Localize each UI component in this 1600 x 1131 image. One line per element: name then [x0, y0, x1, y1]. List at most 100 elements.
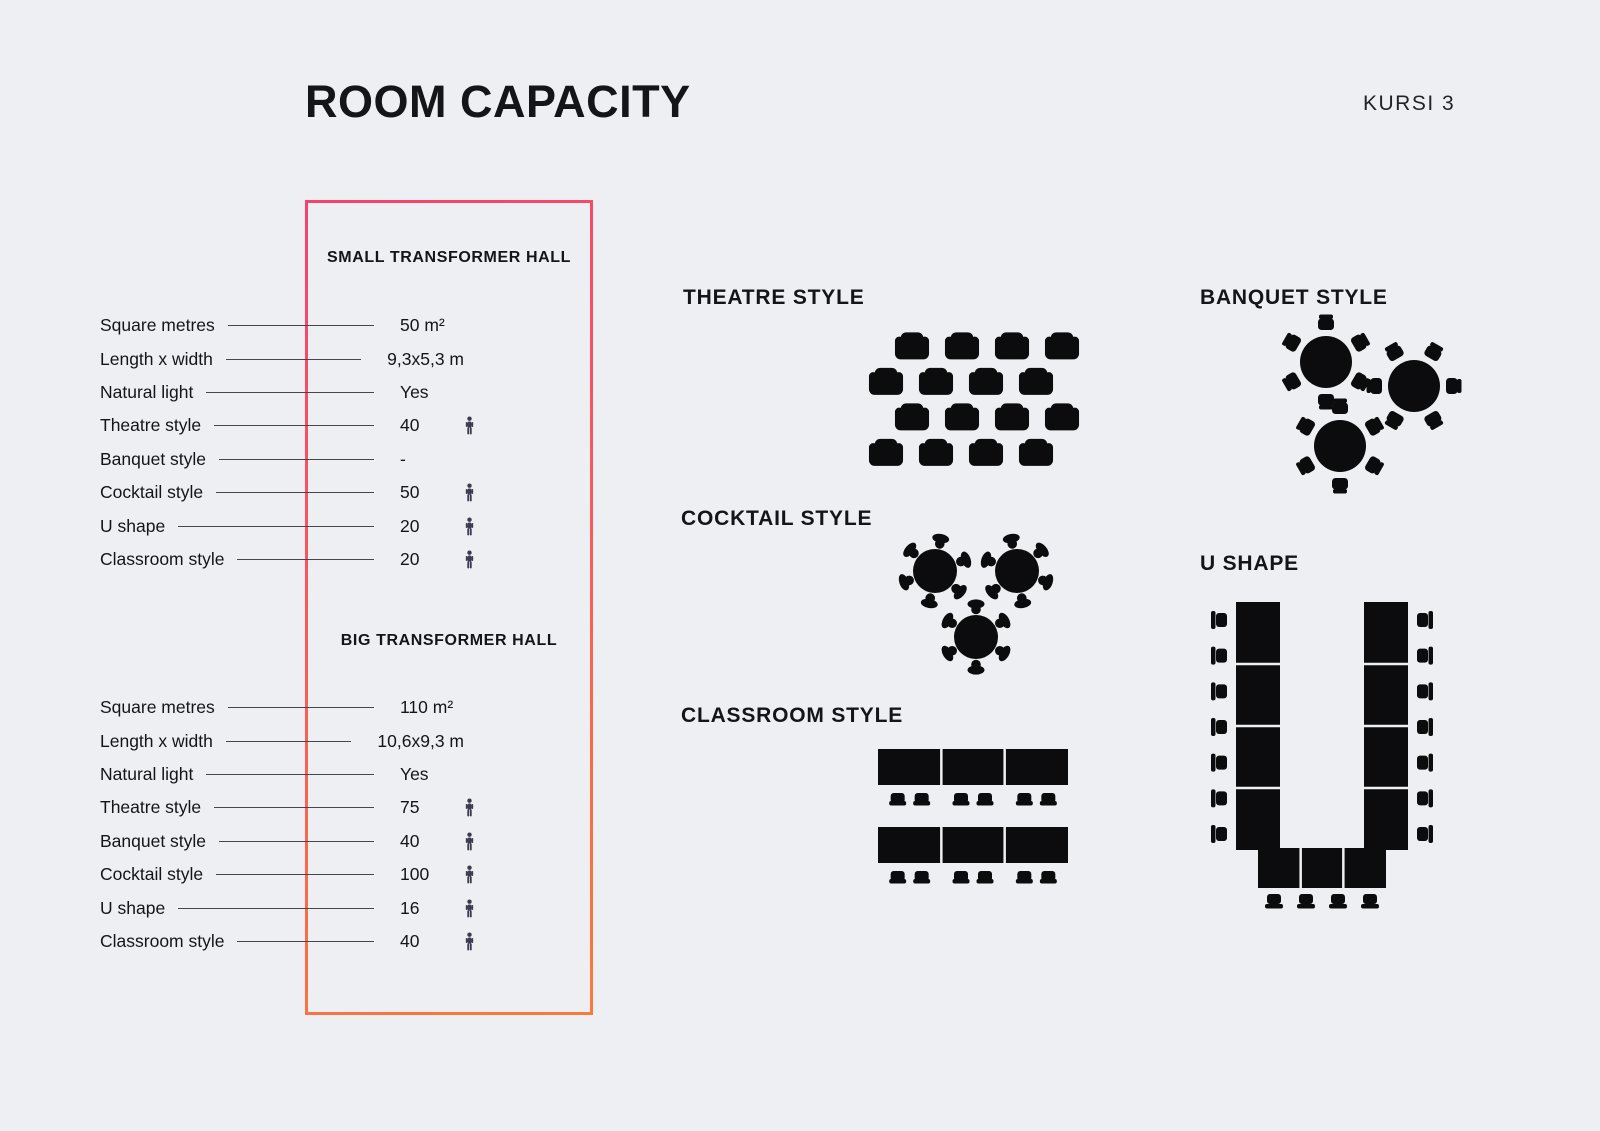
round-table-icon: [913, 549, 957, 593]
person-icon-slot: [464, 829, 480, 853]
chair-icon: [1282, 372, 1302, 392]
spec-label: Cocktail style: [100, 482, 204, 503]
person-icon: [465, 932, 474, 951]
person-icon: [465, 865, 474, 884]
leader-line: [225, 358, 362, 360]
person-icon-slot: [464, 762, 480, 786]
seated-person-icon: [898, 574, 914, 591]
leader-line: [237, 940, 374, 942]
long-table-icon: [878, 749, 1068, 785]
person-icon-slot: [464, 896, 480, 920]
person-icon: [465, 832, 474, 851]
person-icon-slot: [464, 863, 480, 887]
seated-person-icon: [1002, 533, 1020, 549]
leader-line: [219, 840, 374, 842]
spec-label: Square metres: [100, 697, 215, 718]
chair-icon: [1361, 894, 1379, 909]
hall-specs-big: Square metres 110 m² Length x width 10,6x9,…: [100, 691, 480, 958]
spec-label: Cocktail style: [100, 864, 204, 885]
spec-value: 75: [400, 797, 420, 818]
spec-value: 9,3x5,3 m: [387, 348, 464, 369]
chair-icon: [913, 793, 931, 806]
chair-icon: [1446, 378, 1462, 394]
chair-icon: [1015, 871, 1033, 884]
spec-label: Natural light: [100, 381, 194, 402]
round-table-icon: [954, 615, 998, 659]
chair-icon: [894, 403, 930, 431]
chair-icon: [1332, 478, 1348, 494]
person-icon: [465, 517, 474, 535]
spec-value: 10,6x9,3 m: [377, 730, 464, 751]
leader-line: [206, 391, 374, 393]
u-shape-heading: U SHAPE: [1200, 552, 1299, 575]
leader-line: [216, 492, 374, 494]
leader-line: [206, 773, 374, 775]
person-icon: [465, 798, 474, 817]
chair-icon: [944, 403, 980, 431]
chair-icon: [952, 793, 970, 806]
chair-icon: [1211, 682, 1227, 701]
spec-value: 40: [400, 830, 420, 851]
chair-icon: [1417, 611, 1433, 629]
leader-line: [216, 874, 374, 876]
classroom-diagram: [878, 749, 1068, 884]
spec-value: 20: [400, 548, 420, 569]
chair-icon: [1417, 646, 1433, 665]
round-table-icon: [1300, 336, 1352, 388]
spec-row: Theatre style 75: [100, 791, 480, 824]
seated-person-icon: [1033, 542, 1049, 559]
chair-icon: [1297, 894, 1315, 909]
spec-label: Square metres: [100, 315, 215, 336]
chair-icon: [889, 793, 907, 806]
theatre-style-heading: THEATRE STYLE: [683, 286, 865, 309]
chair-icon: [1364, 456, 1384, 476]
spec-label: U shape: [100, 515, 166, 536]
person-icon-slot: [464, 696, 480, 720]
chair-icon: [1282, 332, 1302, 352]
hall-title-small: SMALL TRANSFORMER HALL: [327, 249, 571, 266]
seated-person-icon: [985, 583, 1001, 600]
chair-icon: [1296, 456, 1316, 476]
chair-icon: [1211, 789, 1227, 808]
spec-value: 110 m²: [400, 697, 454, 718]
chair-icon: [1265, 894, 1283, 909]
seated-person-icon: [932, 533, 950, 549]
chair-icon: [1044, 332, 1080, 360]
u-shape-bottom-table: [1258, 848, 1386, 888]
spec-value: 50: [400, 482, 420, 503]
spec-row: Cocktail style 50: [100, 476, 480, 509]
hall-title-big: BIG TRANSFORMER HALL: [340, 632, 558, 649]
person-icon-slot: [464, 514, 480, 538]
brand-label: KURSI 3: [1363, 92, 1456, 115]
chair-icon: [952, 871, 970, 884]
classroom-style-heading: CLASSROOM STYLE: [681, 704, 904, 727]
chair-icon: [1018, 438, 1054, 466]
chair-icon: [1384, 342, 1404, 362]
spec-value: 100: [400, 864, 430, 885]
spec-label: Theatre style: [100, 797, 202, 818]
person-icon-slot: [464, 929, 480, 953]
chair-icon: [1296, 416, 1316, 436]
chair-icon: [1318, 394, 1334, 410]
chair-icon: [976, 871, 994, 884]
seated-person-icon: [941, 645, 957, 662]
spec-label: Length x width: [100, 730, 213, 751]
round-table-icon: [1314, 420, 1366, 472]
seated-person-icon: [1038, 574, 1054, 591]
seated-person-icon: [956, 551, 972, 568]
chair-icon: [1424, 410, 1444, 430]
spec-row: Square metres 110 m²: [100, 691, 480, 724]
seated-person-icon: [967, 599, 985, 615]
seated-person-icon: [995, 612, 1011, 629]
spec-row: Cocktail style 100: [100, 858, 480, 891]
leader-line: [214, 807, 374, 809]
chair-icon: [868, 367, 904, 395]
person-icon: [465, 899, 474, 917]
seated-person-icon: [1014, 593, 1032, 609]
person-icon-slot: [464, 729, 480, 753]
